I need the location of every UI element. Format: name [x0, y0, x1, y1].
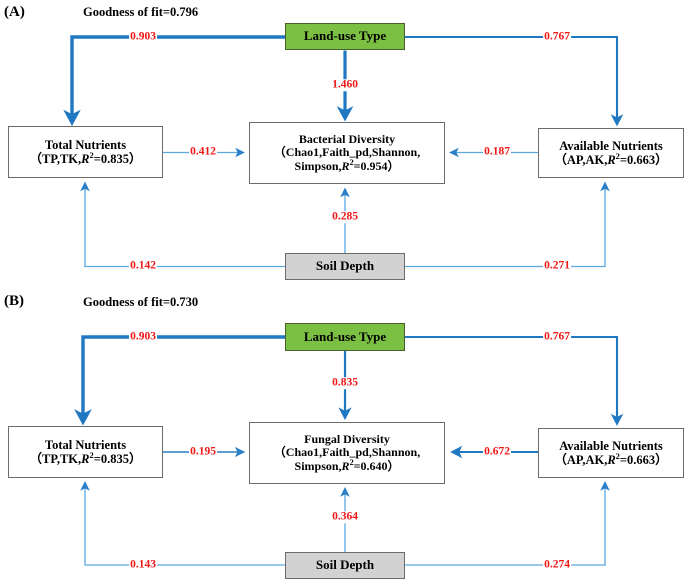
- node-fungal-diversity-b-line1: Fungal Diversity: [304, 431, 390, 446]
- node-landuse-type-b[interactable]: Land-use Type: [285, 323, 405, 351]
- node-landuse-type-b-label: Land-use Type: [303, 328, 387, 344]
- node-landuse-type-a-label: Land-use Type: [303, 28, 387, 44]
- edge-label-b-available-to-diversity: 0.672: [483, 445, 511, 458]
- edge-label-b-landuse-to-available: 0.767: [543, 330, 571, 343]
- panel-b-edge-landuse-to-available: [405, 335, 624, 426]
- edge-label-a-total-to-diversity: 0.412: [189, 145, 217, 158]
- edge-label-b-soildepth-to-available: 0.274: [543, 558, 571, 571]
- panel-b-goodness-of-fit: Goodness of fit=0.730: [83, 295, 199, 309]
- node-total-nutrients-b-line2: （TP,TK,R2=0.835）: [29, 449, 142, 466]
- node-fungal-diversity-b-line2: （Chao1,Faith_pd,Shannon,: [273, 445, 421, 460]
- node-fungal-diversity-b[interactable]: Fungal Diversity （Chao1,Faith_pd,Shannon…: [249, 422, 445, 484]
- node-bacterial-diversity-a-line2: （Chao1,Faith_pd,Shannon,: [273, 145, 421, 160]
- edge-label-a-soildepth-to-total: 0.142: [129, 259, 157, 272]
- node-fungal-diversity-b-line3: Simpson,R2=0.640）: [294, 457, 400, 473]
- edge-label-b-total-to-diversity: 0.195: [189, 445, 217, 458]
- node-soil-depth-a-label: Soil Depth: [315, 258, 375, 274]
- node-available-nutrients-b[interactable]: Available Nutrients （AP,AK,R2=0.663）: [538, 428, 684, 478]
- node-available-nutrients-a[interactable]: Available Nutrients （AP,AK,R2=0.663）: [538, 128, 684, 178]
- panel-a: (A) Goodness of fit=0.796: [0, 0, 685, 290]
- node-available-nutrients-b-line1: Available Nutrients: [559, 438, 663, 453]
- edge-label-b-landuse-to-diversity: 0.835: [331, 376, 359, 389]
- panel-b-edge-soildepth-to-available: [405, 481, 610, 566]
- edge-label-a-landuse-to-total: 0.903: [129, 30, 157, 43]
- panel-a-edge-soildepth-to-available: [405, 181, 610, 268]
- node-bacterial-diversity-a-line3: Simpson,R2=0.954）: [294, 157, 400, 173]
- node-soil-depth-a[interactable]: Soil Depth: [285, 253, 405, 280]
- panel-b-letter: (B): [4, 293, 24, 309]
- panel-a-edge-landuse-to-total: [63, 35, 285, 126]
- node-landuse-type-a[interactable]: Land-use Type: [285, 23, 405, 50]
- node-total-nutrients-b[interactable]: Total Nutrients （TP,TK,R2=0.835）: [8, 426, 163, 478]
- edge-label-b-soildepth-to-total: 0.143: [129, 558, 157, 571]
- node-available-nutrients-a-line1: Available Nutrients: [559, 138, 663, 153]
- node-total-nutrients-b-line1: Total Nutrients: [44, 437, 127, 452]
- node-available-nutrients-b-line2: （AP,AK,R2=0.663）: [554, 450, 668, 467]
- node-soil-depth-b[interactable]: Soil Depth: [285, 552, 405, 579]
- panel-a-edge-soildepth-to-total: [80, 181, 285, 268]
- node-total-nutrients-a-line2: （TP,TK,R2=0.835）: [29, 149, 142, 166]
- edge-label-a-available-to-diversity: 0.187: [483, 145, 511, 158]
- edge-label-a-landuse-to-diversity: 1.460: [331, 78, 359, 91]
- node-bacterial-diversity-a[interactable]: Bacterial Diversity （Chao1,Faith_pd,Shan…: [249, 122, 445, 184]
- node-available-nutrients-a-line2: （AP,AK,R2=0.663）: [554, 150, 668, 167]
- edge-label-a-landuse-to-available: 0.767: [543, 30, 571, 43]
- panel-b-edge-landuse-to-total: [74, 335, 285, 426]
- edge-label-a-soildepth-to-diversity: 0.285: [331, 210, 359, 223]
- panel-a-edges: [63, 35, 624, 268]
- node-total-nutrients-a-line1: Total Nutrients: [44, 137, 127, 152]
- node-bacterial-diversity-a-line1: Bacterial Diversity: [298, 131, 396, 146]
- node-total-nutrients-a[interactable]: Total Nutrients （TP,TK,R2=0.835）: [8, 126, 163, 178]
- panel-a-goodness-of-fit: Goodness of fit=0.796: [83, 5, 199, 19]
- panel-a-letter: (A): [4, 4, 25, 20]
- node-soil-depth-b-label: Soil Depth: [315, 557, 375, 573]
- panel-a-edge-landuse-to-available: [405, 35, 624, 127]
- panel-b: (B) Goodness of fit=0.730: [0, 290, 685, 581]
- edge-label-a-soildepth-to-available: 0.271: [543, 259, 571, 272]
- edge-label-b-landuse-to-total: 0.903: [129, 330, 157, 343]
- edge-label-b-soildepth-to-diversity: 0.364: [331, 510, 359, 523]
- panel-b-edge-soildepth-to-total: [80, 481, 285, 566]
